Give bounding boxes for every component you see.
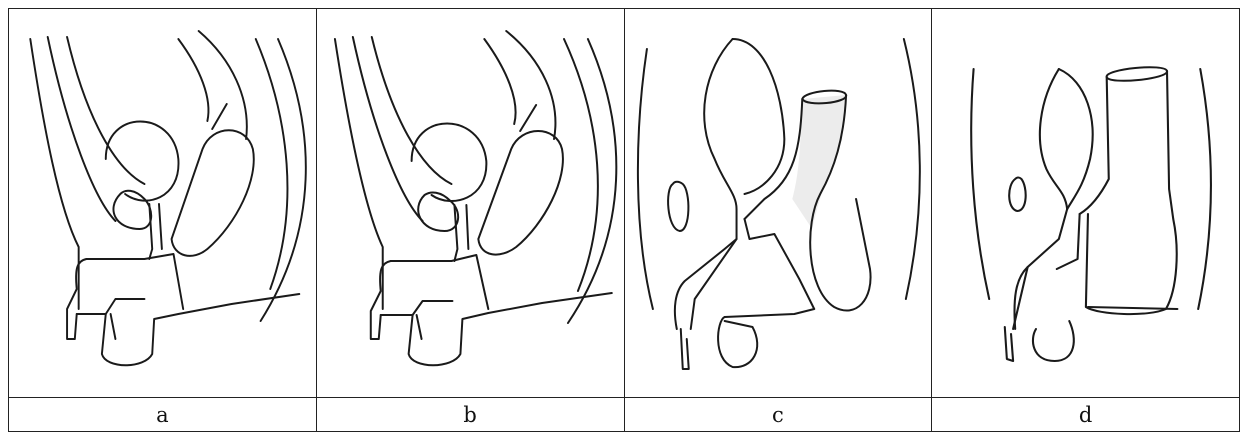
- illustration-row: [9, 9, 1240, 398]
- figure-table: a b c d: [8, 8, 1240, 432]
- panel-b-cell: [316, 9, 624, 398]
- panel-d-illustration: [932, 9, 1239, 397]
- label-row: a b c d: [9, 398, 1240, 432]
- panel-a-illustration: [9, 9, 316, 397]
- panel-c-cell: [624, 9, 932, 398]
- panel-label-c: c: [624, 398, 932, 432]
- panel-label-b: b: [316, 398, 624, 432]
- panel-a-cell: [9, 9, 317, 398]
- panel-label-d: d: [932, 398, 1240, 432]
- panel-c-illustration: [625, 9, 932, 397]
- panel-b-illustration: [317, 9, 624, 397]
- panel-d-cell: [932, 9, 1240, 398]
- panel-label-a: a: [9, 398, 317, 432]
